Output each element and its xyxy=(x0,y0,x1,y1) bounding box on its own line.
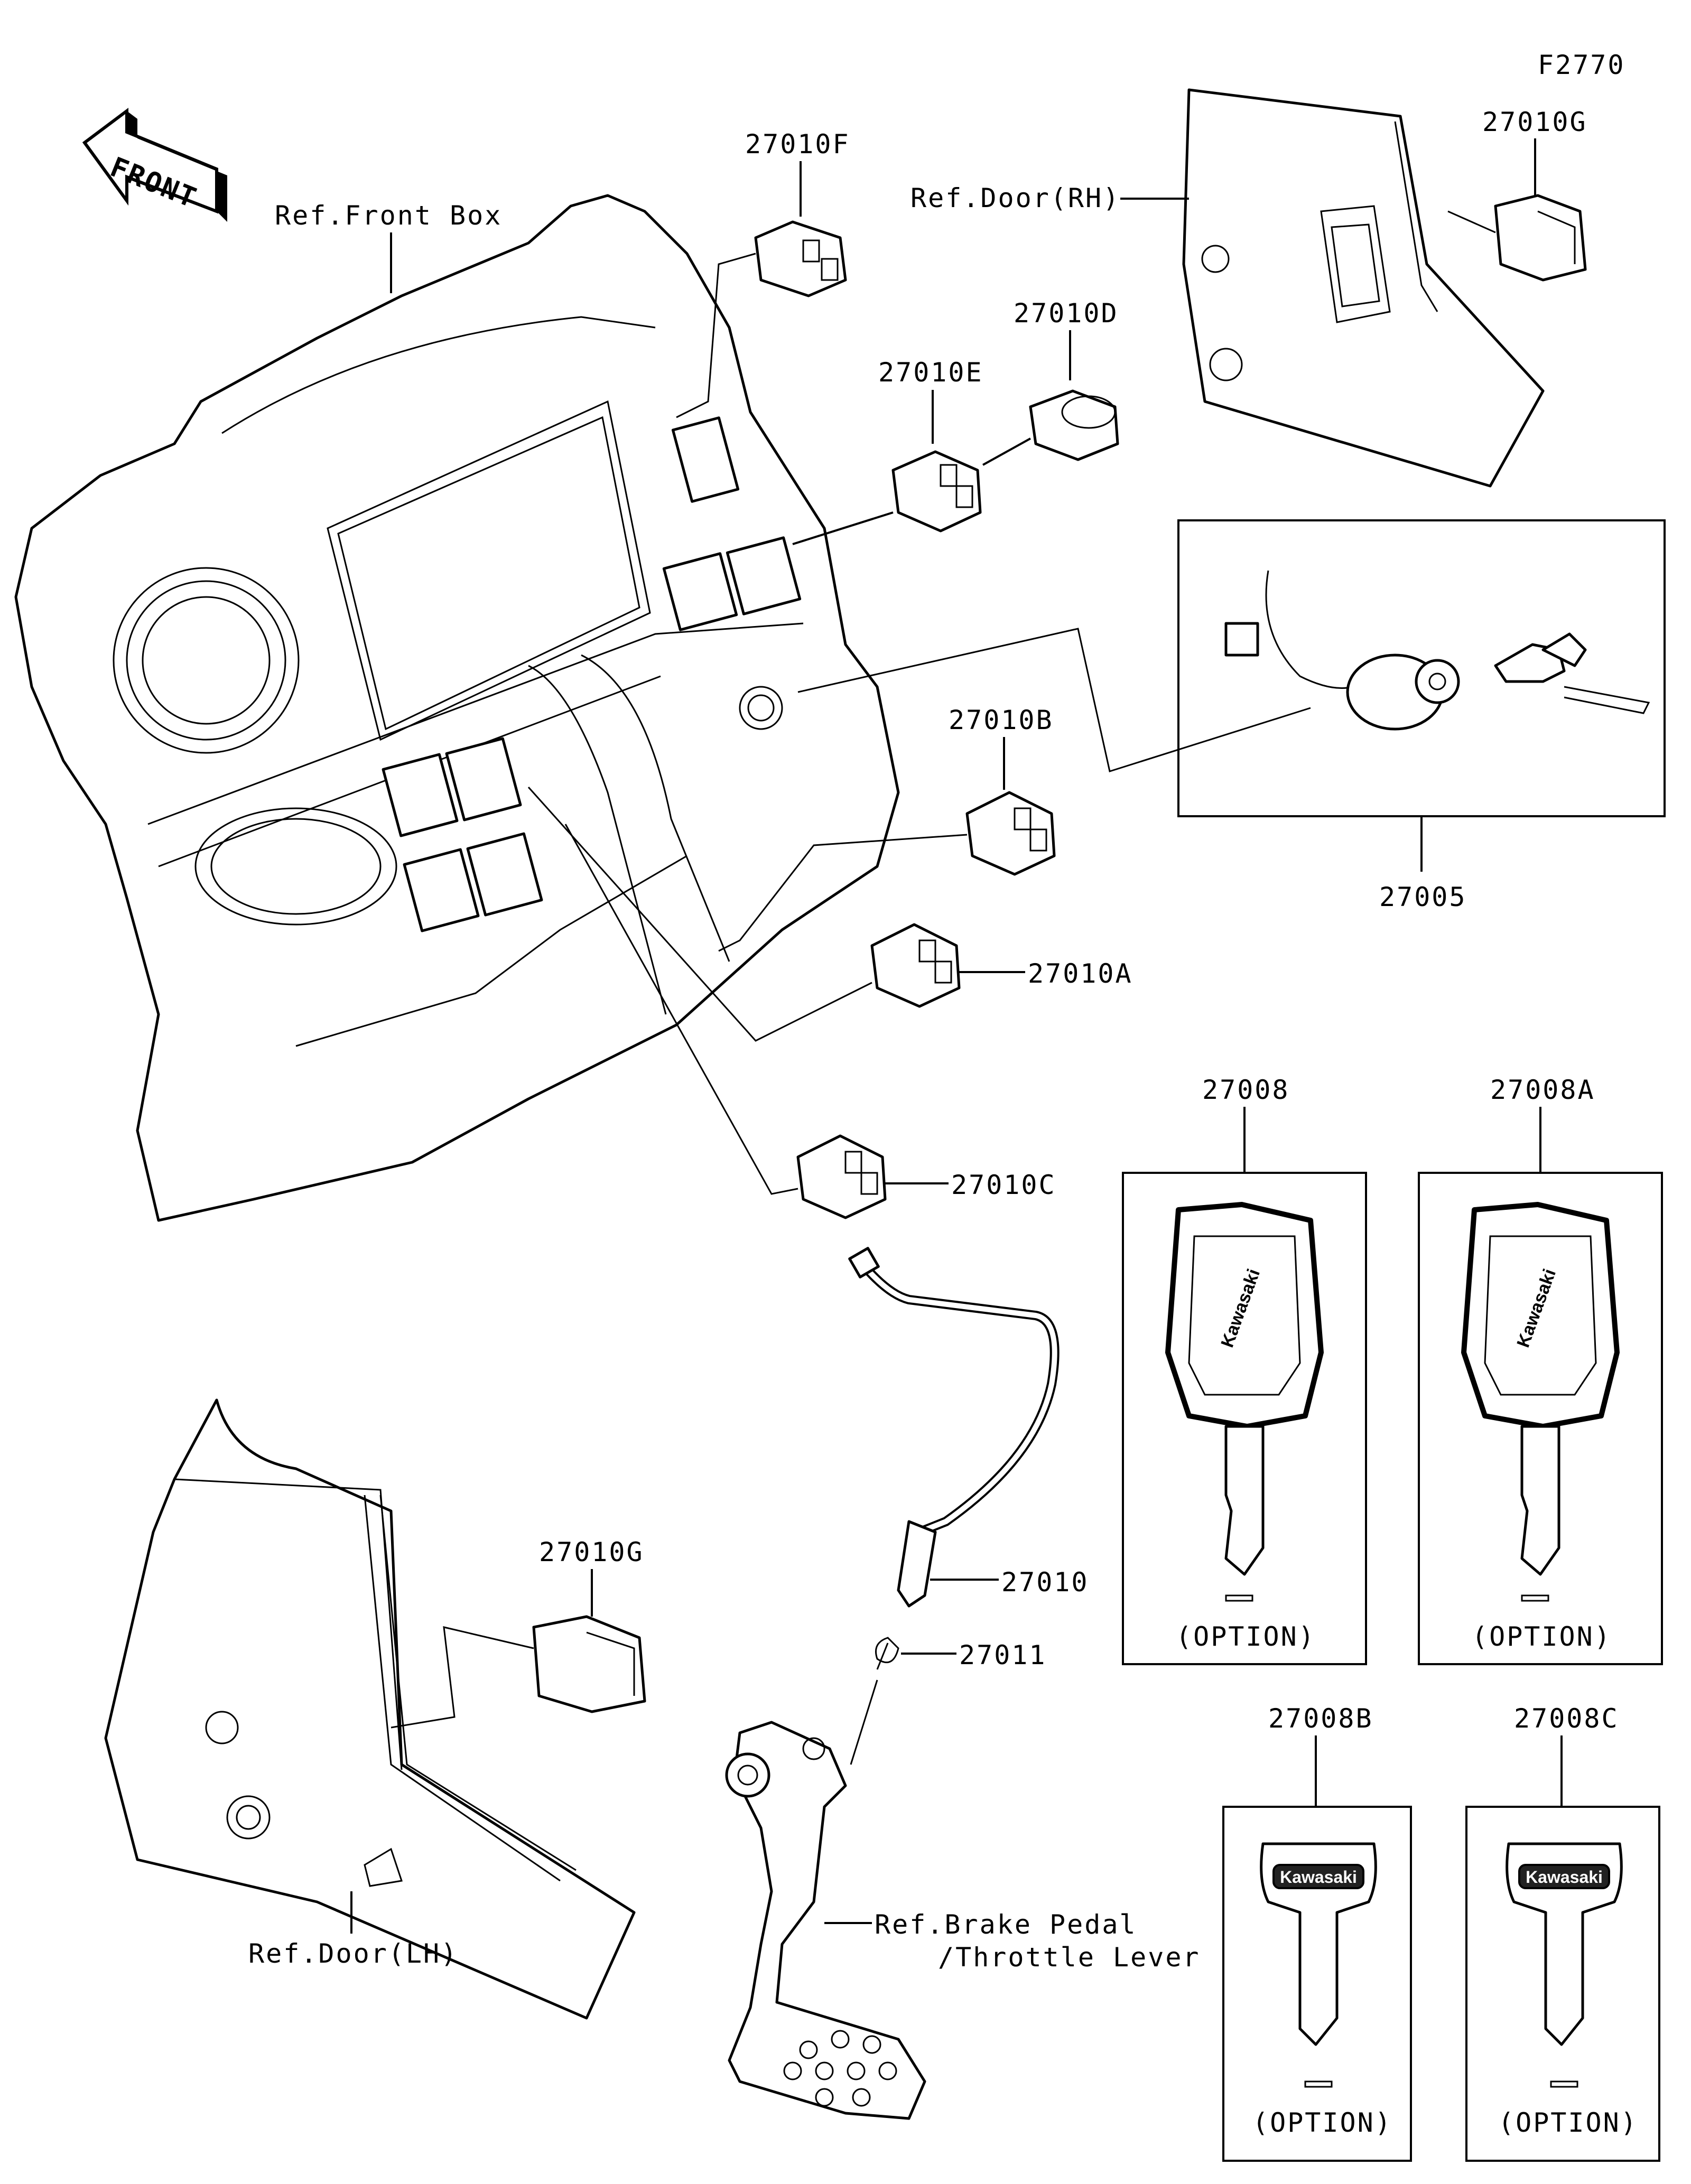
figure-code: F2770 xyxy=(1538,50,1625,80)
label-front-box: Ref.Front Box xyxy=(275,200,502,231)
rocker-switch-27010D xyxy=(1029,389,1119,461)
brand-27008C: Kawasaki xyxy=(1526,1868,1603,1887)
rocker-switch-27010C xyxy=(796,1134,887,1219)
smart-key-27008A: Kawasaki xyxy=(1461,1202,1620,1576)
label-door-rh: Ref.Door(RH) xyxy=(910,183,1120,213)
label-door-lh: Ref.Door(LH) xyxy=(248,1938,458,1969)
option-27008C: (OPTION) xyxy=(1498,2107,1638,2138)
key-box-27008B xyxy=(1222,1806,1412,2162)
ignition-key-pair-icon xyxy=(1494,632,1650,714)
label-27010E: 27010E xyxy=(878,357,983,388)
key-box-27008C xyxy=(1465,1806,1660,2162)
door-rh xyxy=(1182,88,1545,488)
label-27010C: 27010C xyxy=(951,1170,1056,1200)
label-brake-pedal-1: Ref.Brake Pedal xyxy=(875,1909,1137,1940)
label-27008: 27008 xyxy=(1202,1075,1290,1105)
label-brake-pedal-2: /Throttle Lever xyxy=(938,1942,1201,1973)
front-box-dashboard xyxy=(14,194,900,1222)
key-box-27008 xyxy=(1122,1172,1367,1665)
rocker-switch-27010G-top xyxy=(1494,194,1587,282)
key-27008C: Kawasaki xyxy=(1506,1842,1623,2046)
label-27010: 27010 xyxy=(1001,1567,1089,1598)
option-27008: (OPTION) xyxy=(1176,1621,1316,1652)
smart-key-27008: Kawasaki xyxy=(1165,1202,1324,1576)
rocker-switch-27010G-bottom xyxy=(532,1615,646,1713)
brake-pedal xyxy=(725,1721,926,2120)
label-27010A: 27010A xyxy=(1028,958,1133,989)
label-27008B: 27008B xyxy=(1268,1703,1373,1734)
label-27010G-bottom: 27010G xyxy=(539,1537,644,1567)
rocker-switch-27010B xyxy=(965,791,1056,876)
cotter-pin-27011 xyxy=(875,1637,899,1670)
label-27010F: 27010F xyxy=(745,129,850,160)
label-27010G-top: 27010G xyxy=(1482,107,1587,137)
key-box-27008A xyxy=(1418,1172,1663,1665)
option-27008B: (OPTION) xyxy=(1252,2107,1392,2138)
rocker-switch-27010F xyxy=(754,220,847,297)
label-27010D: 27010D xyxy=(1014,298,1119,329)
brand-27008B: Kawasaki xyxy=(1280,1868,1357,1887)
ignition-switch-27005 xyxy=(1224,570,1460,731)
rocker-switch-27010A xyxy=(870,923,961,1008)
label-27008C: 27008C xyxy=(1514,1703,1619,1734)
option-27008A: (OPTION) xyxy=(1472,1621,1612,1652)
key-27008B: Kawasaki xyxy=(1260,1842,1377,2046)
door-lh xyxy=(104,1398,636,2020)
brake-switch-27010 xyxy=(848,1247,1060,1608)
label-27011: 27011 xyxy=(959,1640,1047,1670)
label-27008A: 27008A xyxy=(1490,1075,1595,1105)
rocker-switch-27010E xyxy=(891,450,982,533)
label-27010B: 27010B xyxy=(949,705,1054,735)
label-27005: 27005 xyxy=(1379,882,1467,912)
front-direction-arrow-icon: FRONT xyxy=(82,108,227,222)
